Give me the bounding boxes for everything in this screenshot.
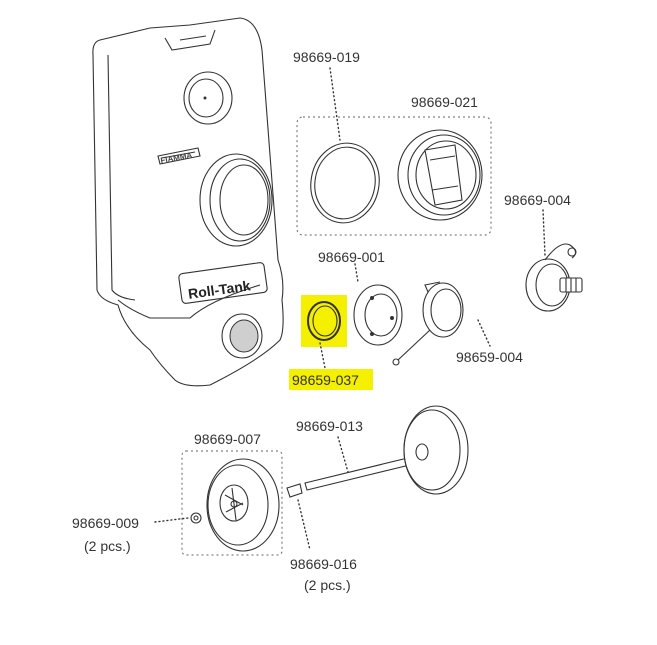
leader-98669-016 [297,499,311,551]
roll-tank-body [92,17,284,387]
part-98669-016-end-cap [286,483,303,498]
part-98669-009-washer [190,512,202,524]
part-98669-001-flange [353,284,403,346]
label-98669-019: 98669-019 [293,49,360,65]
label-98669-009: 98669-009 [72,515,139,531]
part-wheel-right [403,405,469,495]
leader-98669-013 [337,436,349,473]
label-highlight-98659-037 [289,369,373,390]
qty-98669-016: (2 pcs.) [304,577,351,593]
label-98669-016: 98669-016 [290,556,357,572]
leader-98669-019 [329,67,341,141]
part-98669-021-cap [397,129,483,221]
group-box-seal-and-cap [296,116,492,236]
label-98659-037[interactable]: 98659-037 [292,372,359,388]
part-98669-019-seal-ring [310,142,380,224]
leader-98669-009 [154,517,189,523]
label-98669-004: 98669-004 [504,192,571,208]
part-98669-004-valve-cap [525,243,583,312]
label-98659-004: 98659-004 [456,349,523,365]
leader-98659-037 [319,342,326,369]
leader-98659-004 [477,319,491,347]
fiamma-logo [157,147,201,165]
qty-98669-009: (2 pcs.) [84,538,131,554]
leader-98669-001 [354,263,359,283]
group-box-wheel [181,450,283,556]
leader-98669-004 [542,209,546,256]
label-98669-001: 98669-001 [318,249,385,265]
part-98669-007-wheel [206,458,280,552]
label-98669-021: 98669-021 [411,94,478,110]
label-98669-007: 98669-007 [194,431,261,447]
label-98669-013: 98669-013 [296,418,363,434]
part-98659-004-small-cap [392,281,464,366]
part-98659-037-o-ring[interactable] [307,301,341,341]
